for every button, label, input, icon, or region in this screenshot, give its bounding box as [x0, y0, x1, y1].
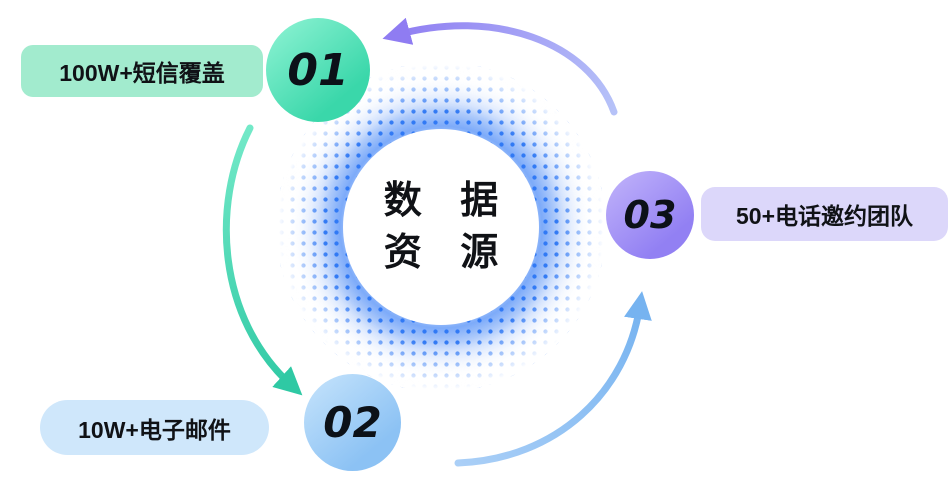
- label-pill-sms: 100W+短信覆盖: [21, 45, 263, 97]
- center-text-line2: 资 源: [383, 232, 513, 274]
- node-number-01: 01: [287, 44, 349, 96]
- label-text-email: 10W+电子邮件: [78, 416, 231, 443]
- node-number-02: 02: [323, 398, 382, 447]
- node-circle-01: 01: [266, 18, 370, 122]
- node-circle-03: 03: [606, 171, 694, 259]
- label-text-sms: 100W+短信覆盖: [59, 60, 225, 86]
- node-number-03: 03: [623, 193, 677, 237]
- center-circle: 数 据 资 源: [343, 129, 539, 325]
- label-pill-phone-team: 50+电话邀约团队: [701, 187, 948, 241]
- label-text-phone-team: 50+电话邀约团队: [735, 203, 913, 229]
- center-text-line1: 数 据: [383, 180, 513, 222]
- node-circle-02: 02: [304, 374, 401, 471]
- label-pill-email: 10W+电子邮件: [40, 400, 269, 455]
